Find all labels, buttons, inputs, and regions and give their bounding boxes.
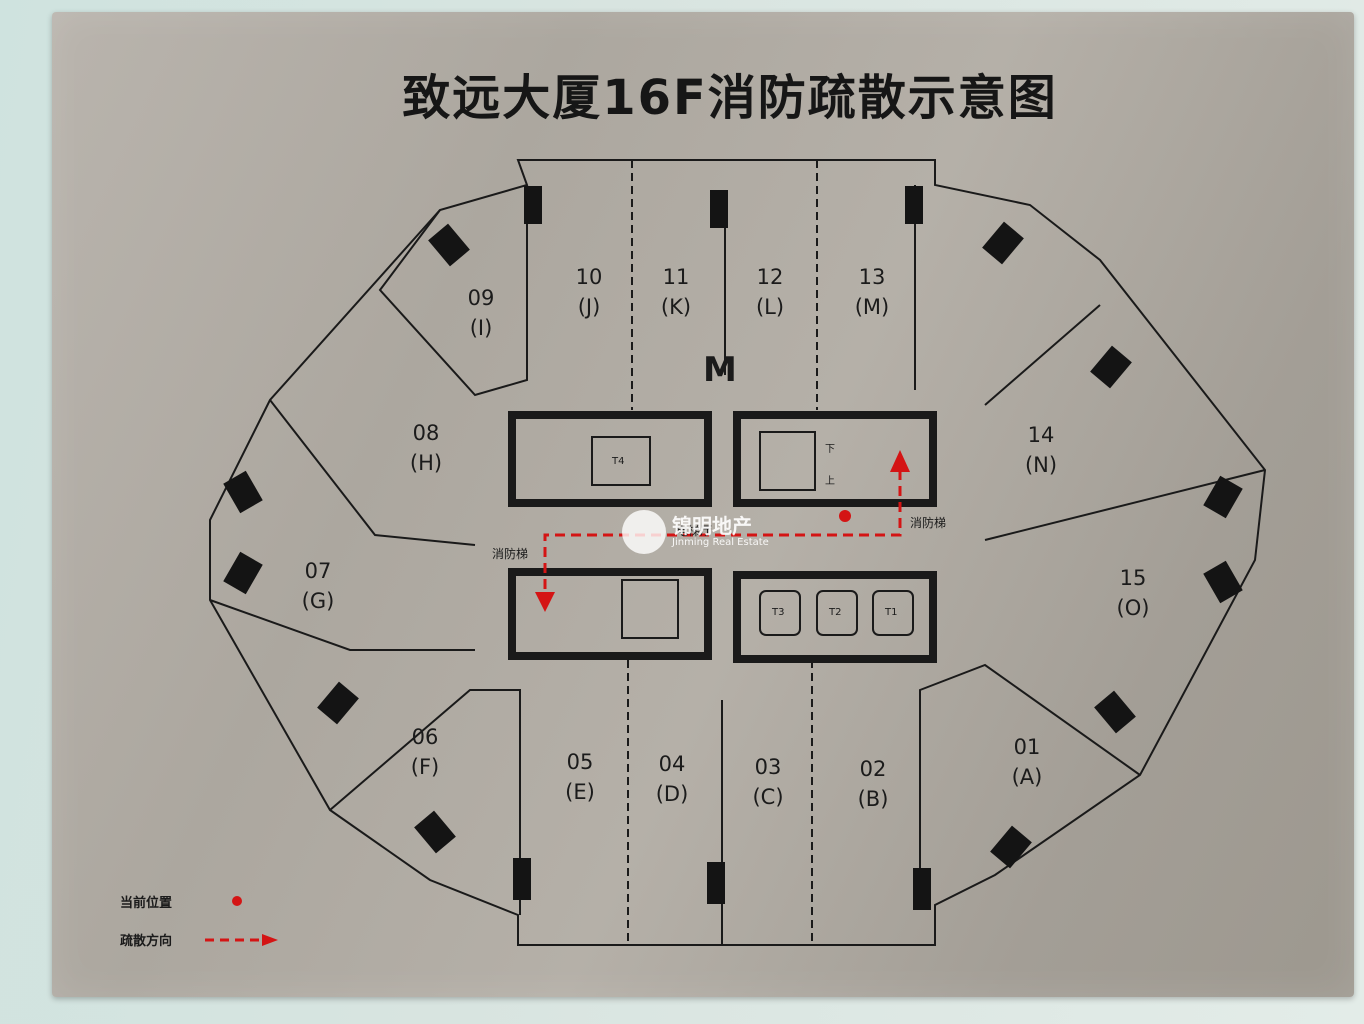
unit-04: 04(D) (655, 752, 689, 806)
route-arrow-down (535, 592, 555, 612)
route-arrow-up (890, 450, 910, 472)
restroom-m-label: M (703, 350, 737, 390)
lift-t2-label: T2 (829, 607, 842, 618)
unit-14: 14(N) (1024, 423, 1058, 477)
building-outline (209, 159, 1267, 946)
unit-12: 12(L) (755, 265, 785, 319)
stair-up-label: 上 (825, 476, 835, 487)
fire-stair-label-left: 消防梯 (492, 547, 529, 561)
watermark: 锦明地产 Jinming Real Estate (622, 510, 769, 554)
unit-09: 09(I) (467, 286, 495, 340)
watermark-name: 锦明地产 (672, 514, 752, 538)
evacuation-route (543, 470, 902, 595)
unit-15: 15(O) (1116, 566, 1150, 620)
unit-13: 13(M) (854, 265, 890, 319)
legend-evacuation-direction: 疏散方向 (120, 934, 173, 949)
unit-02: 02(B) (857, 757, 889, 811)
sign-title: 致远大厦16F消防疏散示意图 (402, 70, 1058, 126)
legend-dot (232, 896, 242, 906)
fire-stair-label-right: 消防梯 (910, 516, 947, 530)
legend-current-location: 当前位置 (120, 896, 173, 911)
unit-06: 06(F) (410, 725, 440, 779)
lift-t3-label: T3 (772, 607, 785, 618)
unit-05: 05(E) (565, 750, 595, 804)
lift-t1-label: T1 (885, 607, 898, 618)
watermark-logo (622, 510, 666, 554)
stair-down-label: 下 (825, 444, 835, 455)
current-location-dot (839, 510, 851, 522)
watermark-subtitle: Jinming Real Estate (672, 537, 769, 548)
unit-10: 10(J) (575, 265, 603, 319)
unit-03: 03(C) (752, 755, 784, 809)
unit-08: 08(H) (409, 421, 443, 475)
unit-01: 01(A) (1011, 735, 1043, 789)
unit-11: 11(K) (660, 265, 692, 319)
elevator-hall-label: 电梯厅 (676, 524, 713, 538)
lift-t4-label: T4 (612, 456, 625, 467)
unit-07: 07(G) (301, 559, 335, 613)
